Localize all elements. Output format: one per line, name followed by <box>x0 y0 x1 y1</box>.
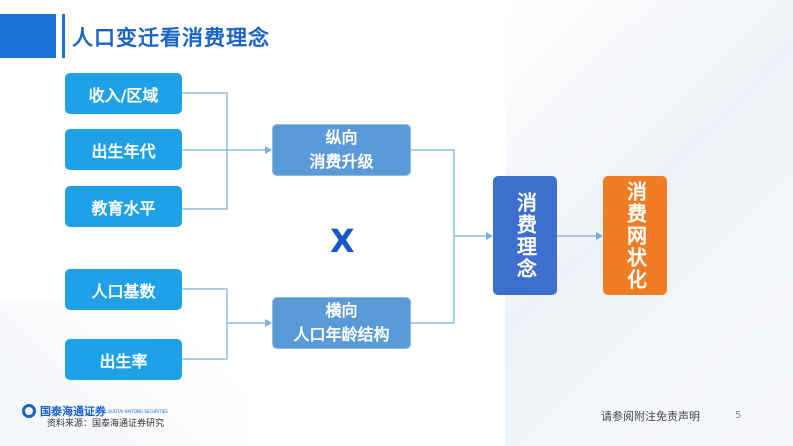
multiply-operator: X <box>330 222 355 260</box>
node-consumption-network: 消费网状化 <box>603 176 667 295</box>
node-education-level: 教育水平 <box>65 186 182 227</box>
page-number: 5 <box>735 410 742 421</box>
node-vertical-consumption-upgrade: 纵向 消费升级 <box>272 124 411 176</box>
node-birth-era: 出生年代 <box>65 129 182 170</box>
arrowhead <box>265 146 272 154</box>
header-accent-block <box>0 14 56 58</box>
brand-logo: 国泰海通证券 GUOTAI HAITONG SECURITIES <box>22 403 168 419</box>
brand-name-en: GUOTAI HAITONG SECURITIES <box>108 408 168 414</box>
node-income-region: 收入/区域 <box>65 73 182 114</box>
brand-name: 国泰海通证券 <box>40 405 106 418</box>
connector-line <box>182 288 228 360</box>
page-title: 人口变迁看消费理念 <box>72 26 270 50</box>
node-label-line2: 消费升级 <box>309 152 374 171</box>
disclaimer-note: 请参阅附注免责声明 <box>601 410 700 423</box>
title-accent-bar <box>62 14 65 58</box>
node-label-line1: 横向 <box>325 301 358 320</box>
node-horizontal-age-structure: 横向 人口年龄结构 <box>272 297 411 349</box>
node-population-base: 人口基数 <box>65 269 182 310</box>
node-label-line1: 纵向 <box>325 128 358 147</box>
brand-logo-icon <box>22 404 36 418</box>
node-birth-rate: 出生率 <box>65 339 182 380</box>
connector-line <box>411 149 455 324</box>
node-label-line2: 人口年龄结构 <box>293 325 390 344</box>
arrowhead <box>596 232 603 240</box>
node-consumption-concept: 消费理念 <box>493 176 557 295</box>
arrowhead <box>265 319 272 327</box>
arrowhead <box>486 232 493 240</box>
connector-line <box>182 92 228 210</box>
source-note: 资料来源：国泰海通证券研究 <box>47 419 165 429</box>
